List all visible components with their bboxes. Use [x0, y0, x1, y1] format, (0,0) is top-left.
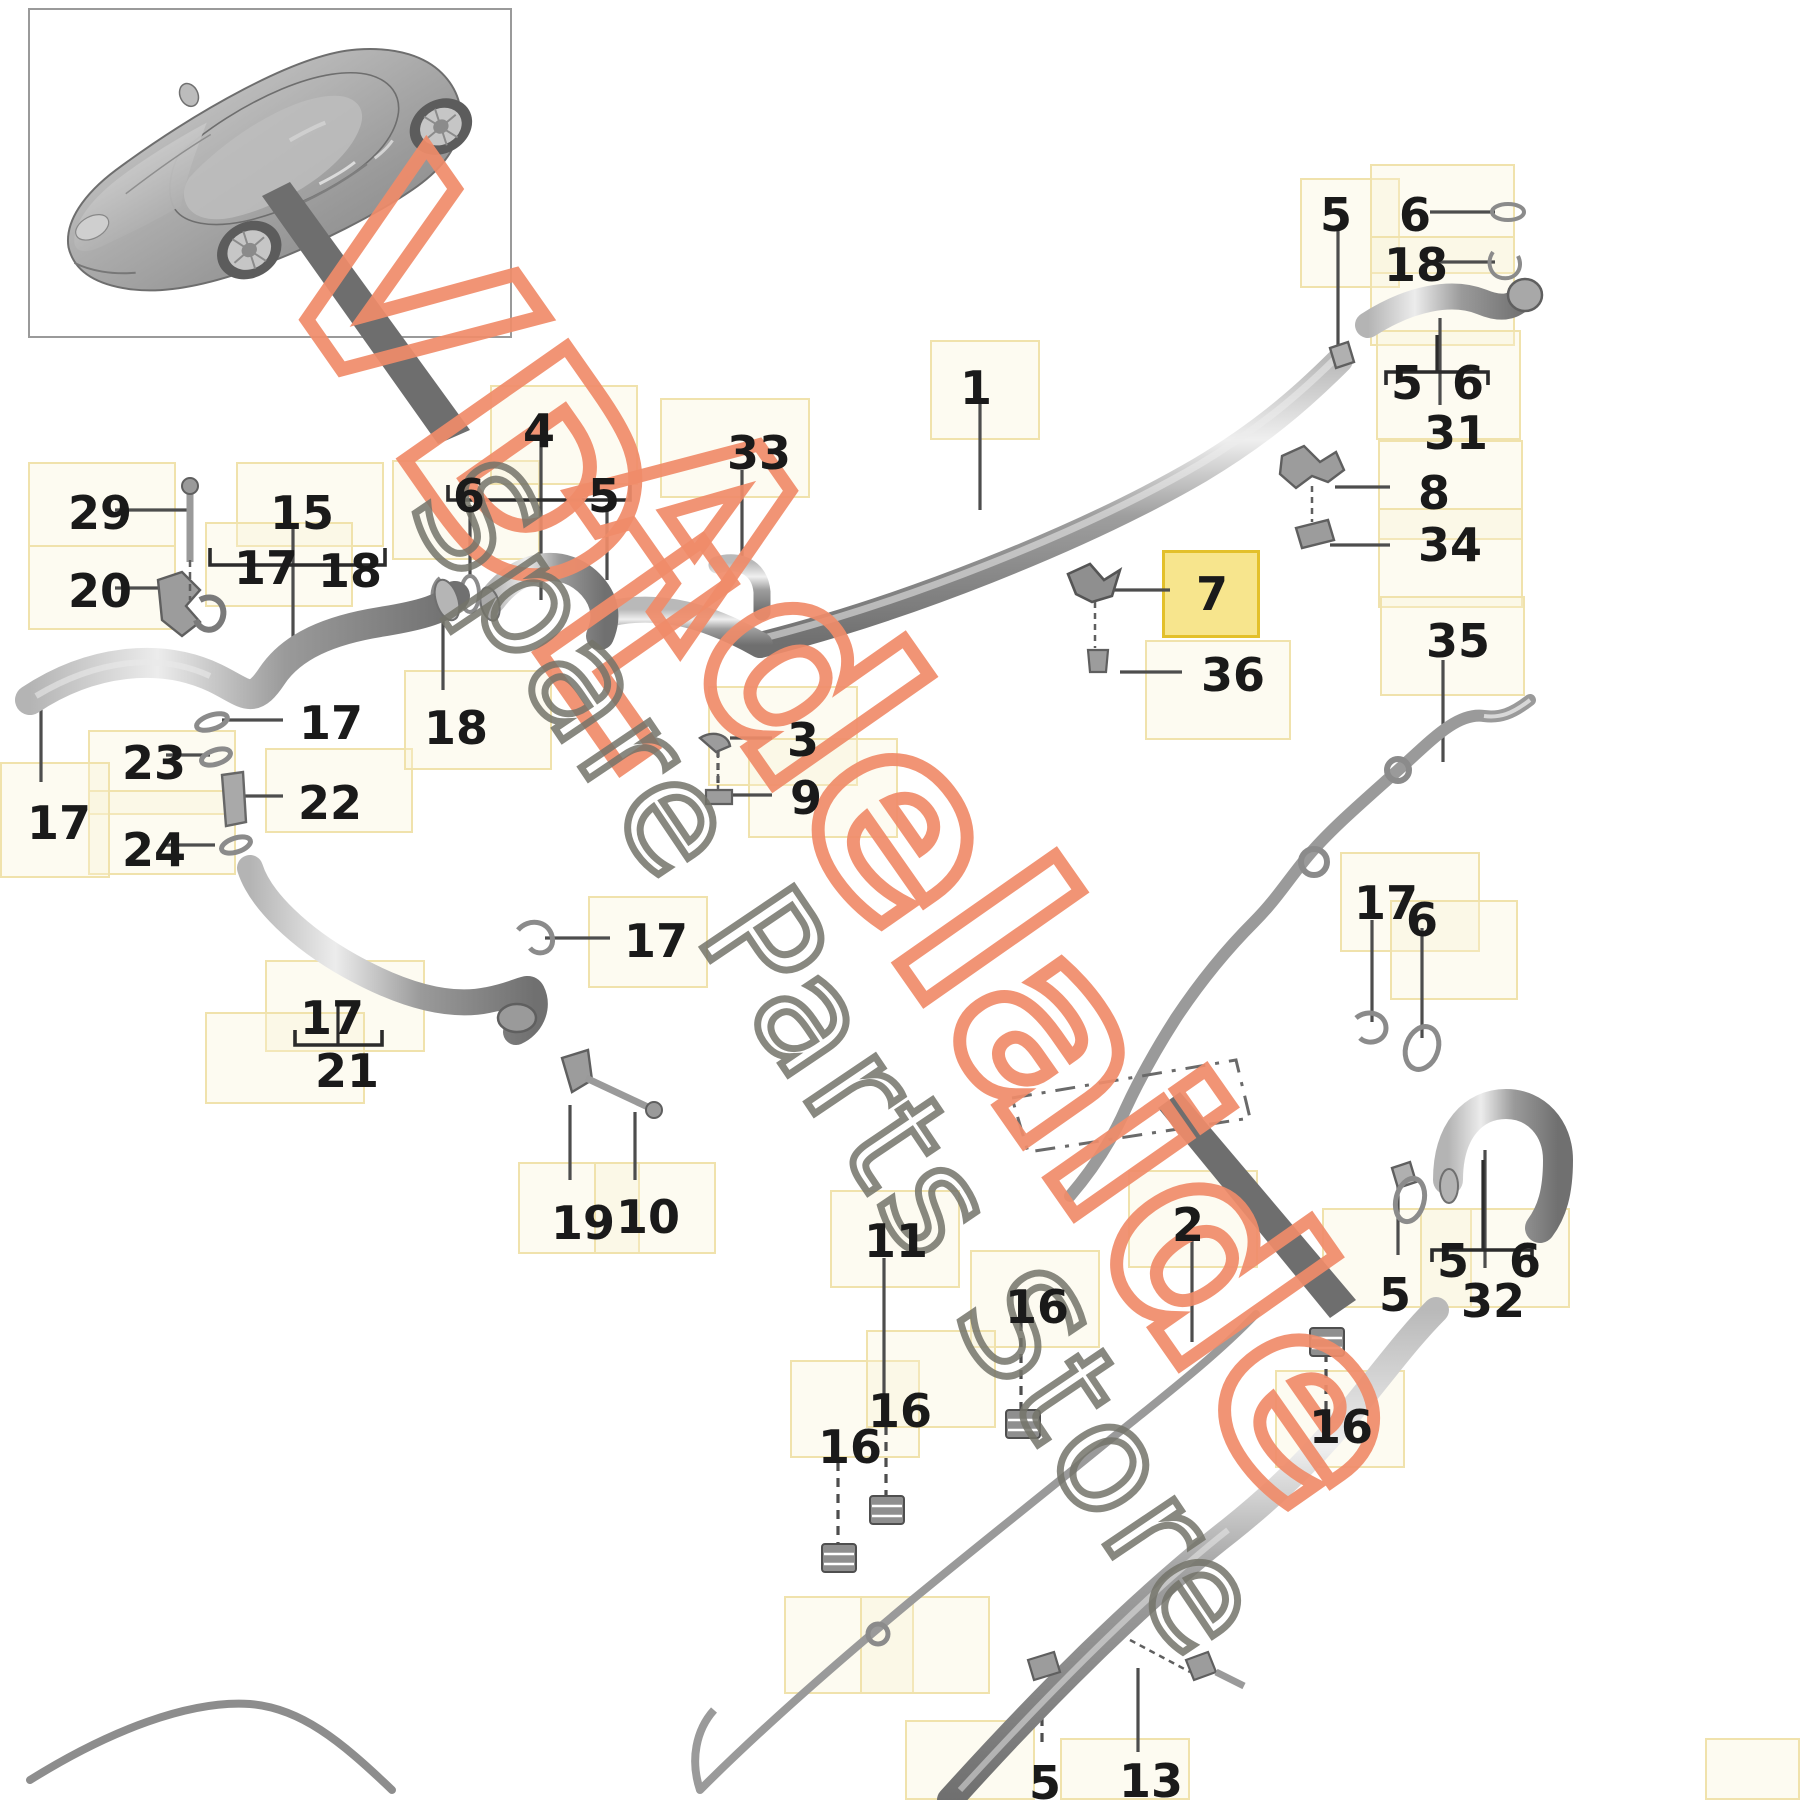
vehicle-illustration [67, 48, 473, 292]
callout-number-15[interactable]: 15 [270, 486, 335, 540]
callout-number-23[interactable]: 23 [122, 736, 187, 790]
callout-number-17f[interactable]: 17 [1354, 876, 1419, 930]
callout-number-35[interactable]: 35 [1426, 614, 1491, 668]
callout-number-22[interactable]: 22 [298, 776, 363, 830]
callout-number-20[interactable]: 20 [68, 564, 133, 618]
callout-number-6b[interactable]: 6 [1452, 356, 1485, 410]
callout-number-5b[interactable]: 5 [1391, 356, 1424, 410]
callout-number-5a[interactable]: 5 [1320, 188, 1353, 242]
callout-number-32[interactable]: 32 [1461, 1274, 1526, 1328]
callout-number-5e[interactable]: 5 [1437, 1234, 1470, 1288]
callout-number-33[interactable]: 33 [727, 426, 792, 480]
callout-number-18c[interactable]: 18 [424, 701, 489, 755]
callout-number-13[interactable]: 13 [1119, 1754, 1184, 1800]
callout-number-17a[interactable]: 17 [27, 796, 92, 850]
callout-number-21[interactable]: 21 [315, 1044, 380, 1098]
callout-number-6a[interactable]: 6 [1399, 188, 1432, 242]
callout-number-31[interactable]: 31 [1424, 406, 1489, 460]
callout-number-16c[interactable]: 16 [868, 1384, 933, 1438]
callout-number-6c[interactable]: 6 [453, 469, 486, 523]
vehicle-thumbnail-box [28, 8, 512, 338]
callout-number-16d[interactable]: 16 [818, 1420, 883, 1474]
callout-number-5f[interactable]: 5 [1029, 1756, 1062, 1800]
callout-number-3[interactable]: 3 [787, 713, 820, 767]
callout-number-5d[interactable]: 5 [1379, 1268, 1412, 1322]
callout-number-19[interactable]: 19 [551, 1196, 616, 1250]
callout-number-5c[interactable]: 5 [588, 469, 621, 523]
callout-number-16b[interactable]: 16 [1309, 1400, 1374, 1454]
callout-number-18a[interactable]: 18 [1384, 238, 1449, 292]
callout-number-1[interactable]: 1 [960, 361, 993, 415]
callout-number-36[interactable]: 36 [1201, 648, 1266, 702]
callout-number-17d[interactable]: 17 [624, 914, 689, 968]
callout-number-17e[interactable]: 17 [300, 991, 365, 1045]
callout-number-6d[interactable]: 6 [1406, 893, 1439, 947]
callout-number-6e[interactable]: 6 [1509, 1234, 1542, 1288]
callout-number-4[interactable]: 4 [523, 404, 556, 458]
callout-number-34[interactable]: 34 [1418, 518, 1483, 572]
callout-number-7[interactable]: 7 [1196, 567, 1229, 621]
callout-number-2[interactable]: 2 [1172, 1198, 1205, 1252]
callout-number-24[interactable]: 24 [122, 823, 187, 877]
callout-number-9[interactable]: 9 [790, 771, 823, 825]
callout-number-29[interactable]: 29 [68, 486, 133, 540]
callout-number-17b[interactable]: 17 [234, 541, 299, 595]
callout-number-8[interactable]: 8 [1418, 466, 1451, 520]
callout-number-10[interactable]: 10 [616, 1190, 681, 1244]
callout-number-17c[interactable]: 17 [299, 696, 364, 750]
callout-number-11[interactable]: 11 [864, 1214, 929, 1268]
callout-number-18b[interactable]: 18 [318, 544, 383, 598]
callout-number-16a[interactable]: 16 [1005, 1280, 1070, 1334]
